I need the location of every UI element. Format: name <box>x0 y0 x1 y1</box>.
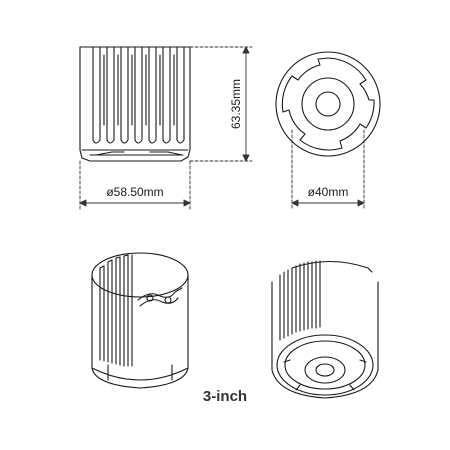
isometric-lens-view <box>271 260 379 399</box>
isometric-heatsink-view <box>91 252 189 389</box>
front-view <box>79 46 191 162</box>
top-view <box>275 51 381 157</box>
height-dimension <box>189 46 253 162</box>
diameter-40-label: ø40mm <box>308 185 349 199</box>
caption: 3-inch <box>202 388 248 405</box>
height-label: 63.35mm <box>229 79 243 129</box>
diameter-58-label: ø58.50mm <box>106 185 163 199</box>
heatsink-fins <box>92 46 185 144</box>
diameter-58-dimension <box>79 160 191 211</box>
diameter-40-dimension <box>291 129 365 211</box>
